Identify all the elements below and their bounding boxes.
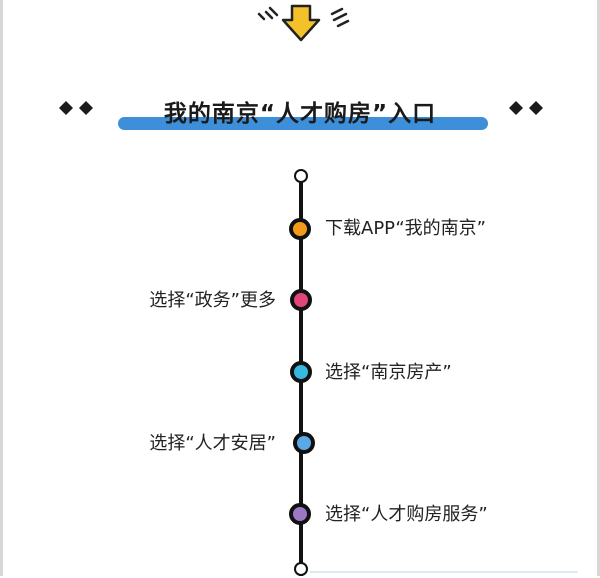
title-block: 我的南京“人才购房”入口 (0, 86, 600, 136)
timeline-end-dot (294, 562, 308, 576)
diamond-icon (509, 101, 543, 115)
step-node-2 (290, 289, 312, 311)
step-label-1: 下载APP“我的南京” (325, 218, 487, 239)
step-node-1 (289, 218, 311, 240)
step-label-4: 选择“人才安居” (149, 433, 276, 454)
step-node-4 (293, 432, 315, 454)
step-label-3: 选择“南京房产” (325, 362, 452, 383)
diamond-icon (59, 101, 93, 115)
step-node-5 (289, 503, 311, 525)
step-label-5: 选择“人才购房服务” (325, 504, 488, 525)
step-label-2: 选择“政务”更多 (149, 290, 276, 311)
page-title: 我的南京“人才购房”入口 (163, 101, 437, 127)
bottom-divider (310, 571, 578, 578)
down-arrow-icon (257, 4, 350, 42)
step-node-3 (290, 361, 312, 383)
timeline-start-dot (294, 169, 308, 183)
title-accent-bar (118, 117, 488, 130)
